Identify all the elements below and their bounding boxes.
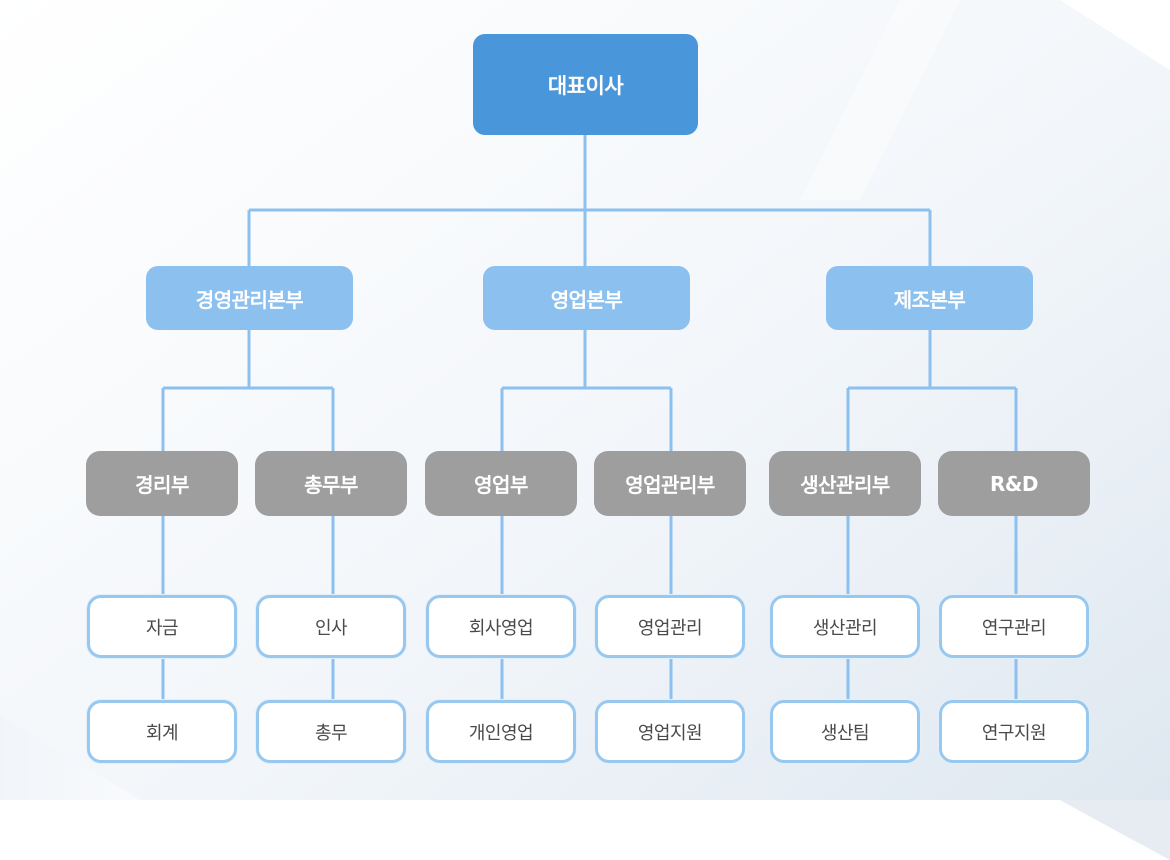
- dept-accounting-box: 경리부: [86, 451, 238, 516]
- team-box: 연구관리: [939, 595, 1089, 658]
- team-box: 인사: [256, 595, 406, 658]
- division-sales-box: 영업본부: [483, 266, 690, 330]
- dept-rnd-box: R&D: [938, 451, 1090, 516]
- dept-production-management-box: 생산관리부: [769, 451, 921, 516]
- team-label: 개인영업: [468, 722, 534, 744]
- team-box: 총무: [256, 700, 406, 763]
- division-manufacturing-box: 제조본부: [826, 266, 1033, 330]
- team-label: 영업지원: [637, 722, 703, 744]
- team-box: 회계: [87, 700, 237, 763]
- dept-sales-box: 영업부: [425, 451, 577, 516]
- team-label: 생산팀: [820, 722, 870, 744]
- team-box: 영업관리: [595, 595, 745, 658]
- ceo-box: 대표이사: [473, 34, 698, 135]
- dept-label: 경리부: [135, 473, 189, 497]
- division-management-box: 경영관리본부: [146, 266, 353, 330]
- team-box: 연구지원: [939, 700, 1089, 763]
- team-label: 연구관리: [981, 617, 1047, 639]
- team-box: 영업지원: [595, 700, 745, 763]
- team-box: 자금: [87, 595, 237, 658]
- dept-label: 영업관리부: [625, 473, 715, 497]
- team-label: 자금: [145, 617, 179, 639]
- team-label: 총무: [314, 722, 348, 744]
- team-box: 개인영업: [426, 700, 576, 763]
- dept-label: 영업부: [474, 473, 528, 497]
- dept-label: 생산관리부: [800, 473, 890, 497]
- dept-label: 총무부: [304, 473, 358, 497]
- dept-sales-management-box: 영업관리부: [594, 451, 746, 516]
- dept-general-affairs-box: 총무부: [255, 451, 407, 516]
- division-label: 제조본부: [893, 287, 966, 312]
- team-label: 회사영업: [468, 617, 534, 639]
- division-label: 영업본부: [550, 287, 623, 312]
- dept-label: R&D: [990, 471, 1038, 496]
- team-label: 생산관리: [812, 617, 878, 639]
- team-box: 회사영업: [426, 595, 576, 658]
- team-label: 연구지원: [981, 722, 1047, 744]
- division-label: 경영관리본부: [195, 287, 304, 312]
- team-label: 영업관리: [637, 617, 703, 639]
- team-label: 회계: [145, 722, 179, 744]
- team-box: 생산팀: [770, 700, 920, 763]
- team-label: 인사: [314, 617, 348, 639]
- team-box: 생산관리: [770, 595, 920, 658]
- ceo-label: 대표이사: [547, 73, 624, 98]
